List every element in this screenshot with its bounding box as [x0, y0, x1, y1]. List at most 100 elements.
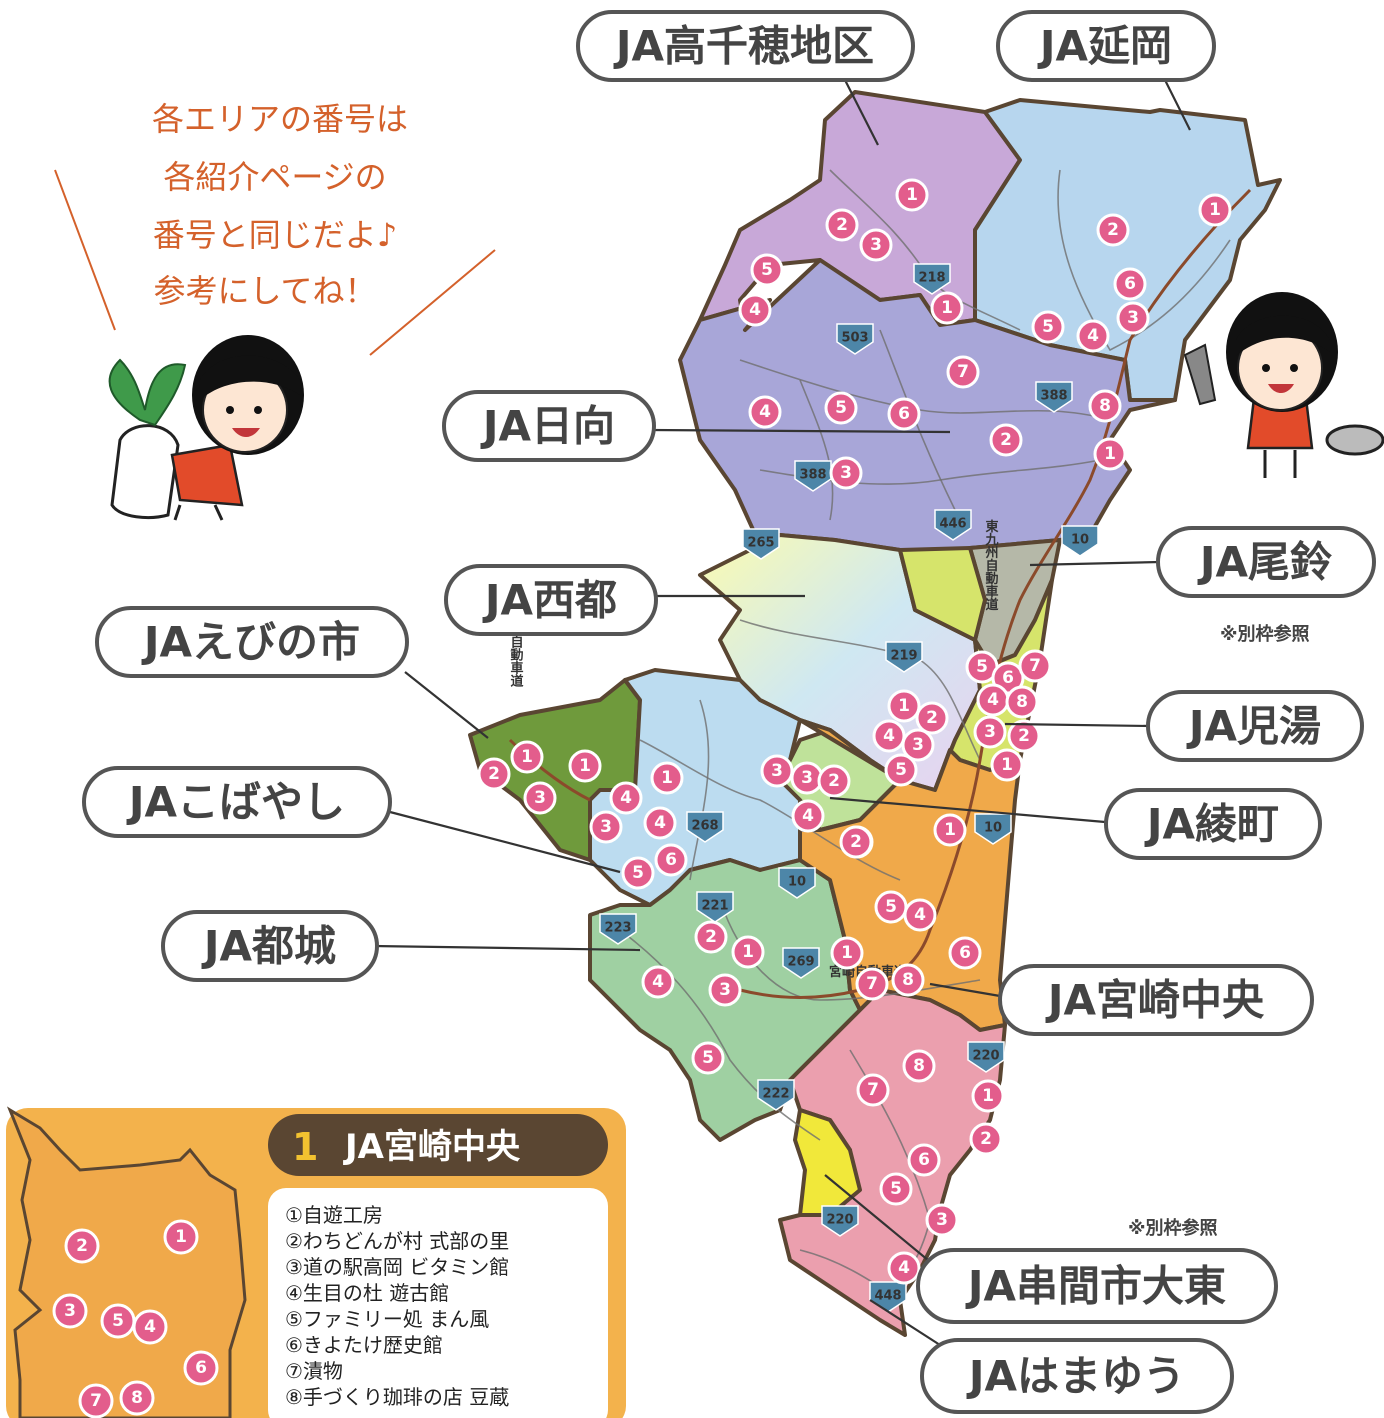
label-ebino[interactable]: JAえびの市	[95, 606, 409, 678]
label-koyu[interactable]: JA児湯	[1146, 690, 1364, 762]
map-pin[interactable]: 3	[973, 715, 1007, 749]
label-takachiho[interactable]: JA高千穂地区	[576, 10, 915, 82]
svg-text:5: 5	[632, 863, 644, 883]
map-pin[interactable]: 1	[895, 178, 929, 212]
map-pin[interactable]: 4	[976, 683, 1010, 717]
map-pin[interactable]: 4	[643, 806, 677, 840]
map-pin[interactable]: 5	[874, 890, 908, 924]
label-kushima[interactable]: JA串間市大東	[916, 1248, 1278, 1324]
note-kushima: ※別枠参照	[1128, 1217, 1218, 1239]
map-pin[interactable]: 1	[887, 689, 921, 723]
map-pin[interactable]: 4	[609, 781, 643, 815]
map-pin[interactable]: 2	[477, 757, 511, 791]
inset-pin[interactable]: 4	[132, 1309, 168, 1345]
label-nobeoka[interactable]: JA延岡	[996, 10, 1216, 82]
inset-pin[interactable]: 6	[183, 1350, 219, 1386]
label-saito[interactable]: JA西都	[444, 564, 658, 636]
map-pin[interactable]: 4	[641, 965, 675, 999]
map-pin[interactable]: 3	[829, 456, 863, 490]
map-pin[interactable]: 6	[654, 843, 688, 877]
map-pin[interactable]: 1	[1093, 437, 1127, 471]
map-pin[interactable]: 1	[933, 813, 967, 847]
map-pin[interactable]: 4	[748, 395, 782, 429]
map-pin[interactable]: 4	[887, 1251, 921, 1285]
map-pin[interactable]: 4	[1076, 319, 1110, 353]
map-pin[interactable]: 3	[901, 728, 935, 762]
svg-text:220: 220	[972, 1049, 999, 1064]
map-pin[interactable]: 1	[971, 1079, 1005, 1113]
map-pin[interactable]: 6	[887, 397, 921, 431]
map-pin[interactable]: 1	[930, 291, 964, 325]
map-pin[interactable]: 2	[694, 920, 728, 954]
map-pin[interactable]: 5	[884, 753, 918, 787]
map-pin[interactable]: 7	[1018, 649, 1052, 683]
inset-pin[interactable]: 2	[64, 1228, 100, 1264]
label-hamayu[interactable]: JAはまゆう	[920, 1338, 1234, 1414]
map-pin[interactable]: 3	[790, 761, 824, 795]
map-pin[interactable]: 3	[859, 228, 893, 262]
map-pin[interactable]: 5	[879, 1172, 913, 1206]
map-pin[interactable]: 8	[891, 963, 925, 997]
map-pin[interactable]: 7	[855, 967, 889, 1001]
map-pin[interactable]: 6	[948, 936, 982, 970]
svg-text:JAこばやし: JAこばやし	[126, 778, 345, 827]
map-pin[interactable]: 2	[989, 423, 1023, 457]
map-pin[interactable]: 2	[969, 1122, 1003, 1156]
map-pin[interactable]: 5	[621, 856, 655, 890]
inset-pin[interactable]: 5	[100, 1303, 136, 1339]
map-pin[interactable]: 4	[903, 898, 937, 932]
map-pin[interactable]: 8	[902, 1049, 936, 1083]
map-pin[interactable]: 2	[915, 701, 949, 735]
map-pin[interactable]: 1	[568, 749, 602, 783]
svg-text:268: 268	[691, 819, 718, 834]
map-pin[interactable]: 2	[825, 208, 859, 242]
map-pin[interactable]: 3	[1116, 301, 1150, 335]
inset-pin[interactable]: 3	[52, 1293, 88, 1329]
label-miyazakichuo[interactable]: JA宮崎中央	[998, 964, 1314, 1036]
map-pin[interactable]: 5	[1031, 310, 1065, 344]
map-pin[interactable]: 7	[856, 1073, 890, 1107]
svg-text:4: 4	[144, 1317, 156, 1337]
map-pin[interactable]: 4	[738, 293, 772, 327]
map-pin[interactable]: 1	[510, 740, 544, 774]
map-pin[interactable]: 1	[990, 748, 1024, 782]
map-pin[interactable]: 4	[791, 799, 825, 833]
map-pin[interactable]: 2	[1096, 213, 1130, 247]
svg-text:2: 2	[836, 215, 848, 235]
map-pin[interactable]: 8	[1005, 685, 1039, 719]
map-pin[interactable]: 4	[872, 719, 906, 753]
map-pin[interactable]: 2	[817, 764, 851, 798]
label-aya[interactable]: JA綾町	[1104, 788, 1322, 860]
map-pin[interactable]: 5	[691, 1041, 725, 1075]
map-pin[interactable]: 1	[731, 935, 765, 969]
map-pin[interactable]: 5	[824, 391, 858, 425]
map-pin[interactable]: 6	[1113, 267, 1147, 301]
label-hyuga[interactable]: JA日向	[442, 390, 656, 462]
svg-text:8: 8	[913, 1056, 925, 1076]
map-pin[interactable]: 1	[650, 761, 684, 795]
map-pin[interactable]: 1	[830, 936, 864, 970]
map-pin[interactable]: 3	[523, 781, 557, 815]
inset-pin[interactable]: 1	[163, 1219, 199, 1255]
map-pin[interactable]: 7	[946, 355, 980, 389]
map-pin[interactable]: 6	[907, 1143, 941, 1177]
map-pin[interactable]: 2	[1007, 719, 1041, 753]
map-pin[interactable]: 8	[1088, 389, 1122, 423]
map-pin[interactable]: 5	[750, 253, 784, 287]
svg-text:3: 3	[840, 463, 852, 483]
svg-text:3: 3	[64, 1301, 76, 1321]
inset-pin[interactable]: 8	[119, 1380, 155, 1416]
label-kobayashi[interactable]: JAこばやし	[82, 766, 392, 838]
map-pin[interactable]: 3	[589, 810, 623, 844]
svg-text:JAえびの市: JAえびの市	[141, 618, 360, 667]
svg-text:5: 5	[976, 657, 988, 677]
svg-text:219: 219	[890, 649, 917, 664]
map-pin[interactable]: 3	[760, 754, 794, 788]
map-pin[interactable]: 2	[839, 825, 873, 859]
map-pin[interactable]: 3	[708, 973, 742, 1007]
map-pin[interactable]: 3	[925, 1203, 959, 1237]
inset-pin[interactable]: 7	[78, 1383, 114, 1418]
map-pin[interactable]: 1	[1198, 193, 1232, 227]
label-miyakonojo[interactable]: JA都城	[161, 910, 379, 982]
label-osuzu[interactable]: JA尾鈴	[1156, 526, 1376, 598]
